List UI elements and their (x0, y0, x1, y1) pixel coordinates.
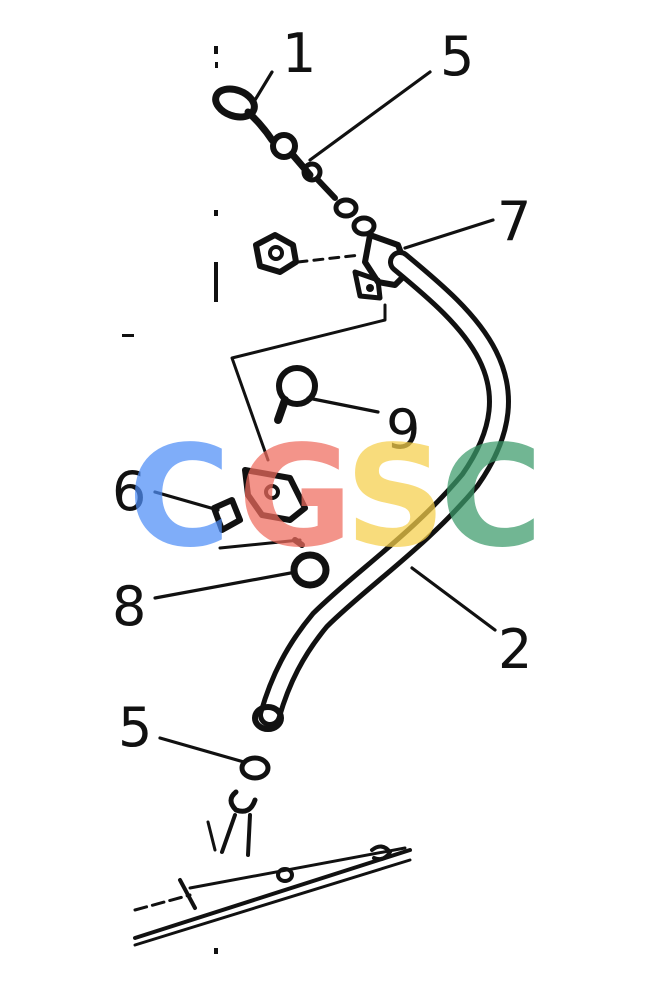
part-1-handle (212, 85, 314, 179)
watermark-letter-3: S (345, 416, 446, 579)
scan-marks (122, 46, 218, 954)
callout-5-top: 5 (440, 25, 474, 88)
callout-9: 9 (386, 398, 420, 461)
callout-6: 6 (112, 460, 146, 523)
callout-5-bottom: 5 (118, 696, 152, 759)
leader-1 (253, 70, 274, 102)
part-9-bolt (274, 365, 318, 424)
leader-5-top (308, 70, 432, 162)
watermark-letter-1: C (128, 416, 231, 579)
part-2-rod (252, 250, 511, 732)
watermark-letter-2: G (238, 416, 353, 579)
callout-8: 8 (112, 575, 146, 638)
callout-2: 2 (498, 618, 532, 681)
leader-9 (306, 396, 380, 414)
part-5-ring-top (301, 161, 377, 237)
assembly-outline (218, 303, 387, 550)
part-6-bracket (211, 467, 308, 533)
callout-1: 1 (282, 22, 316, 85)
watermark-letter-4: C (440, 416, 543, 579)
callout-numbers: 1 5 7 9 6 8 2 5 (112, 22, 532, 759)
clamp-nut (253, 232, 362, 275)
base-plate (133, 789, 412, 947)
part-7-clamp (352, 232, 411, 301)
part-8-nut (290, 537, 330, 589)
callout-7: 7 (497, 190, 531, 253)
leader-lines (153, 70, 497, 764)
part-5-washer-bottom (239, 755, 271, 781)
cgsc-watermark: C G S C (128, 416, 543, 579)
leader-8 (153, 570, 298, 600)
leader-2 (410, 566, 497, 632)
leader-6 (153, 490, 220, 512)
leader-5-bottom (158, 736, 246, 764)
leader-7 (403, 218, 495, 250)
